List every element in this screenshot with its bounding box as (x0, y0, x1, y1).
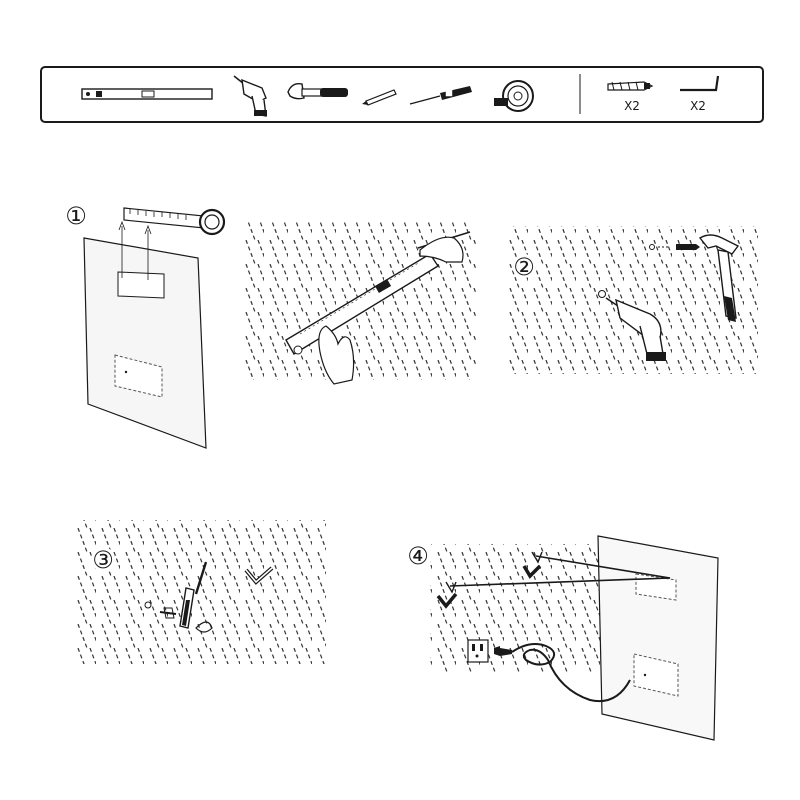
power-cord (494, 643, 631, 702)
measure-arrows (118, 220, 152, 280)
tape-measure-icon (494, 80, 534, 112)
pencil-icon (362, 89, 397, 106)
hammer-icon (698, 234, 740, 322)
drill-icon (598, 290, 666, 361)
hand-holding-level (318, 325, 355, 385)
step-4: ④ (406, 535, 719, 741)
l-hook-icon (244, 566, 274, 585)
tools-bar: X2 X2 (40, 66, 764, 123)
wall-hatch (72, 520, 326, 664)
step-1-number: ① (65, 202, 87, 230)
wall-anchor-quantity: X2 (624, 99, 640, 113)
step-1-marking (240, 222, 476, 385)
hammer-icon (287, 82, 348, 100)
l-hook-icon (680, 75, 720, 92)
hanging-guides (445, 551, 671, 594)
screwdriver-icon (179, 561, 208, 629)
power-outlet-icon (467, 639, 489, 663)
wall-anchor-icon (607, 81, 654, 91)
step-3-number: ③ (92, 546, 114, 574)
spirit-level-icon (81, 88, 213, 100)
hand-with-pencil (417, 231, 471, 263)
tape-measure-icon (123, 207, 226, 236)
l-hook-quantity: X2 (690, 99, 706, 113)
screw-parts (144, 601, 213, 633)
step-4-number: ④ (407, 542, 429, 570)
mirror-panel (83, 237, 207, 449)
step-3: ③ (72, 520, 326, 664)
wall-anchor-icon (649, 244, 700, 250)
step-2-number: ② (513, 253, 535, 281)
step-1: ① (65, 202, 226, 449)
l-hook-icon (436, 564, 542, 609)
wall-hatch (506, 226, 758, 374)
wall-hatch (430, 544, 604, 672)
step-2: ② (506, 226, 758, 374)
screwdriver-icon (409, 86, 472, 105)
mirror-panel (597, 535, 719, 741)
drill-icon (233, 75, 267, 117)
